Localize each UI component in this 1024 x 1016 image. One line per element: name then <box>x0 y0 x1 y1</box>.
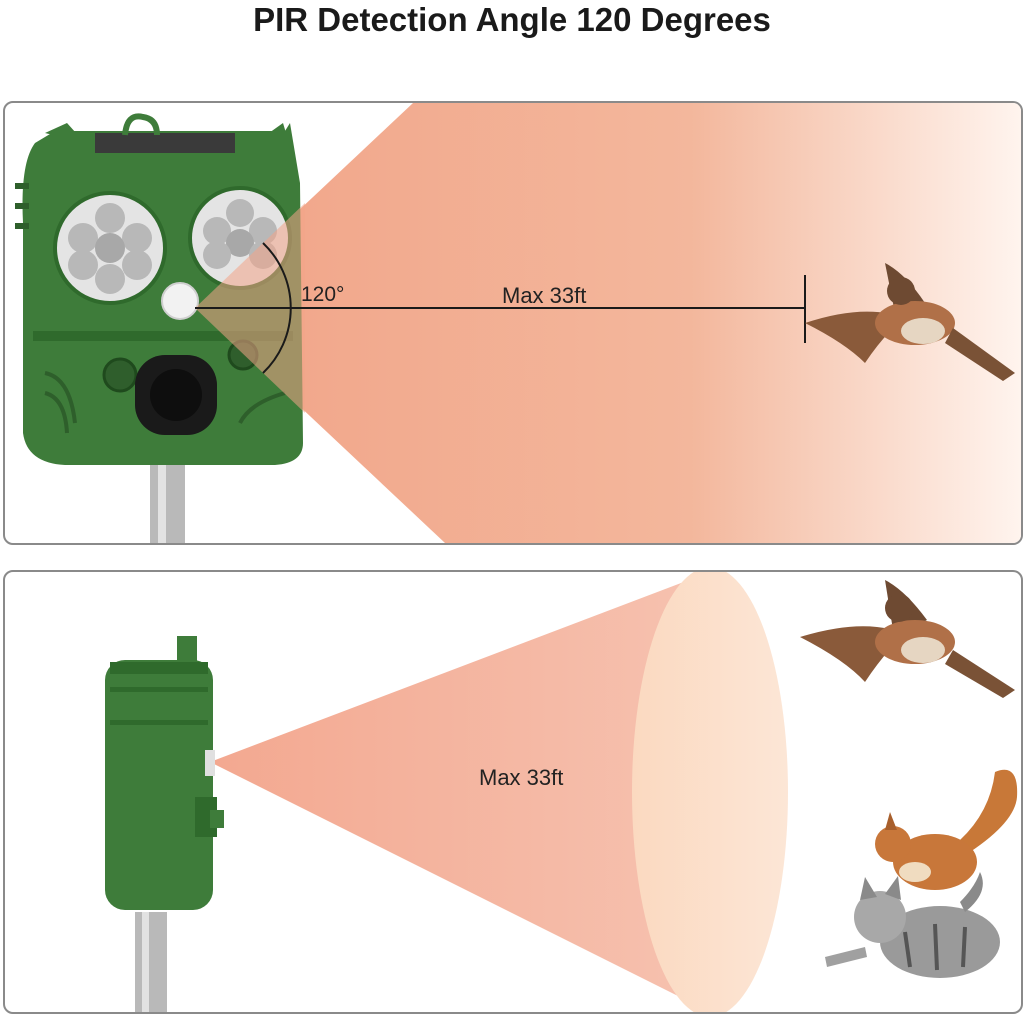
side-view-diagram <box>105 572 1018 1012</box>
top-view-panel: 120° Max 33ft <box>3 101 1023 545</box>
distance-label: Max 33ft <box>479 765 564 790</box>
detection-beam <box>195 103 1021 543</box>
speaker-section <box>44 339 286 435</box>
owl-device-side <box>105 636 224 910</box>
bird-illustration <box>805 263 1015 381</box>
side-view-panel: Max 33ft <box>3 570 1023 1014</box>
detection-cone <box>210 572 710 1012</box>
page-title: PIR Detection Angle 120 Degrees <box>253 1 771 38</box>
pir-sensor <box>161 282 199 320</box>
cat-illustration <box>825 872 1000 978</box>
top-view-diagram <box>15 103 1021 543</box>
detection-range-disc <box>632 572 788 1012</box>
distance-label: Max 33ft <box>502 283 587 308</box>
led-light-left <box>53 191 167 305</box>
bird-illustration <box>800 580 1015 698</box>
mounting-pole <box>135 912 167 1012</box>
squirrel-illustration <box>875 769 1018 890</box>
angle-label: 120° <box>301 283 345 306</box>
